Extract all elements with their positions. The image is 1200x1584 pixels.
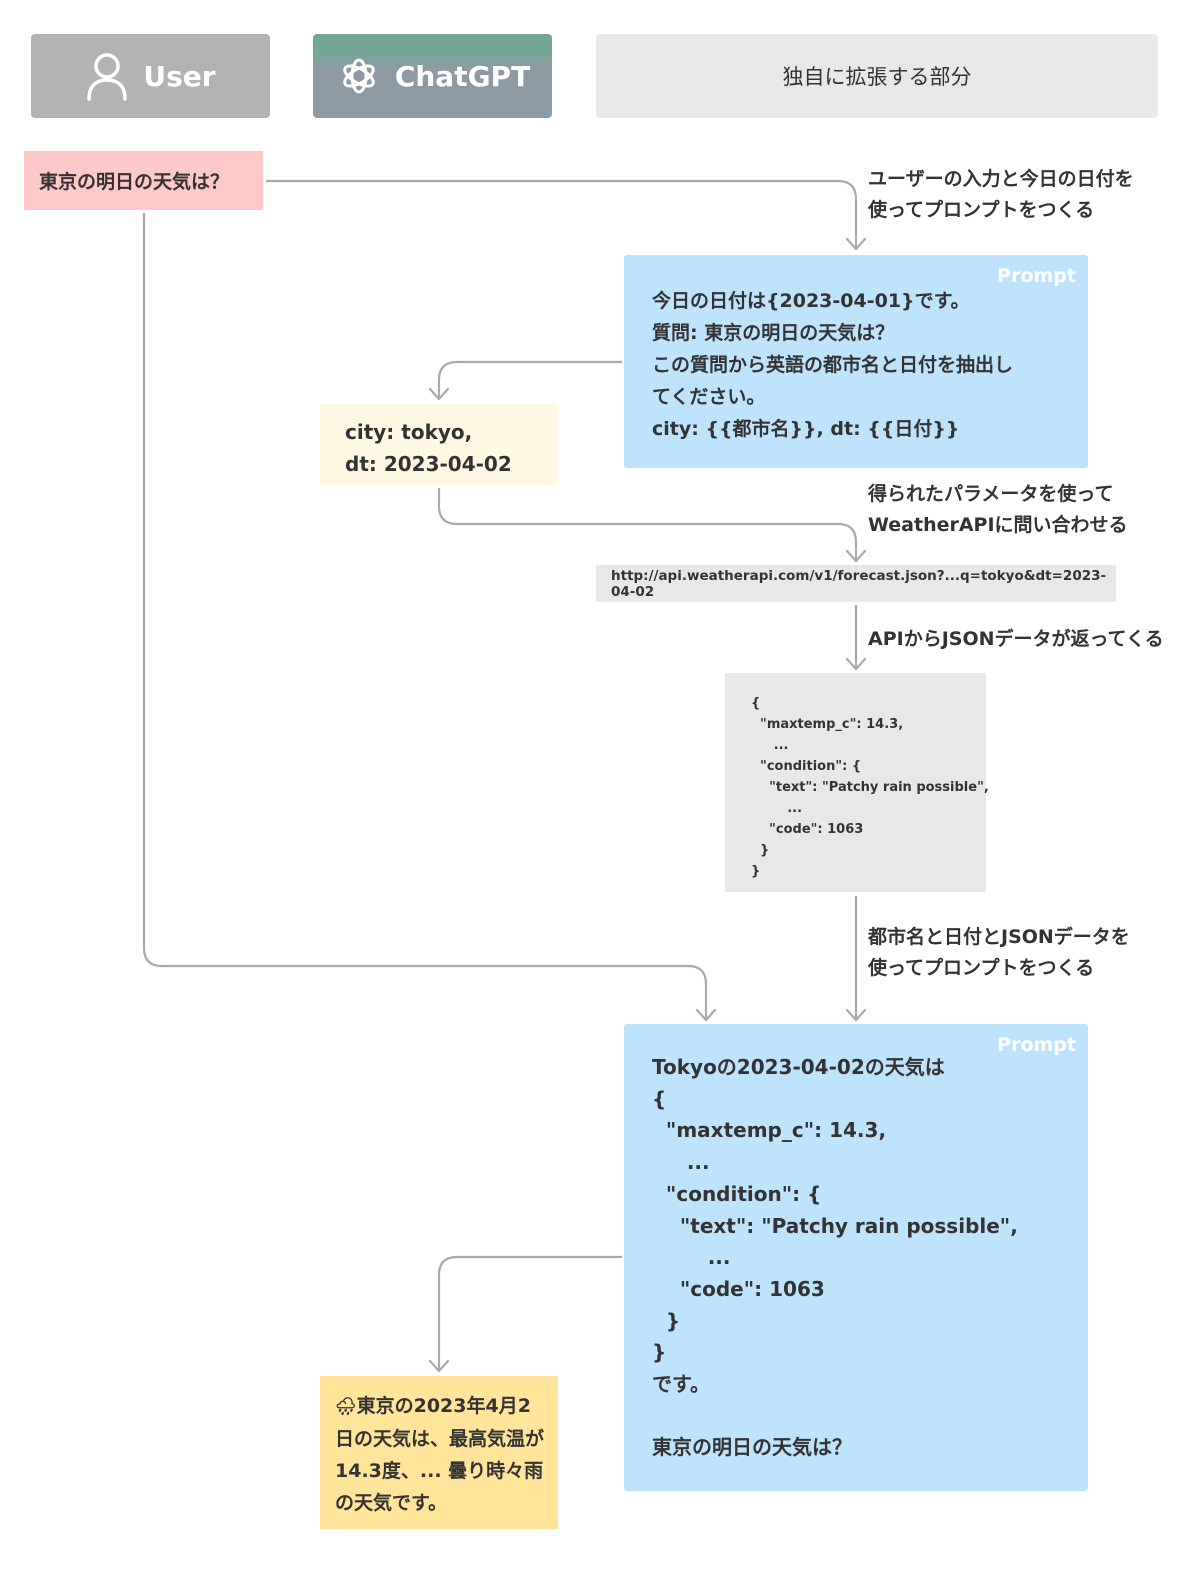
json-response: { "maxtemp_c": 14.3, ... "condition": { …: [725, 673, 989, 892]
prompt-1-text: 今日の日付は{2023-04-01}です。 質問: 東京の明日の天気は？ この質…: [652, 285, 1013, 445]
final-answer-text: 東京の2023年4月2日の天気は、最高気温が14.3度、... 曇り時々雨の天気…: [335, 1395, 545, 1514]
extracted-params: city: tokyo, dt: 2023-04-02: [320, 404, 558, 485]
prompt-line: 質問: 東京の明日の天気は？: [652, 322, 895, 344]
note-json-returned: APIからJSONデータが返ってくる: [868, 624, 1164, 655]
prompt-line: city: {{都市名}}, dt: {{日付}}: [652, 418, 960, 440]
user-question-text: 東京の明日の天気は？: [39, 171, 230, 193]
arrow-prompt2-to-answer: [437, 1255, 622, 1370]
arrow-params-to-url: [437, 488, 858, 560]
note-make-prompt-1: ユーザーの入力と今日の日付を 使ってプロンプトをつくる: [868, 164, 1134, 226]
arrowhead-params: [428, 387, 450, 401]
note-line: 使ってプロンプトをつくる: [868, 199, 1095, 221]
arrowhead-json: [845, 657, 867, 671]
legend-extension-label: 独自に拡張する部分: [782, 65, 972, 89]
prompt-2-text: Tokyoの2023-04-02の天気は { "maxtemp_c": 14.3…: [652, 1055, 1018, 1460]
legend-user: User: [31, 34, 270, 118]
param-line: dt: 2023-04-02: [345, 452, 512, 476]
legend-extension: 独自に拡張する部分: [596, 34, 1158, 118]
final-answer: 🌧東京の2023年4月2日の天気は、最高気温が14.3度、... 曇り時々雨の天…: [320, 1376, 558, 1529]
note-query-api: 得られたパラメータを使って WeatherAPIに問い合わせる: [868, 479, 1128, 541]
note-line: 使ってプロンプトをつくる: [868, 957, 1095, 979]
arrowhead-answer: [428, 1359, 450, 1373]
rain-cloud-icon: 🌧: [335, 1397, 357, 1417]
legend-chatgpt-label: ChatGPT: [394, 59, 531, 93]
prompt-line: この質問から英語の都市名と日付を抽出し: [652, 354, 1014, 376]
arrowhead-prompt1: [845, 237, 867, 251]
arrowhead-prompt2-right: [845, 1008, 867, 1022]
openai-logo-icon: [343, 58, 375, 94]
arrow-question-to-prompt1: [266, 179, 858, 248]
arrowhead-url: [845, 549, 867, 563]
api-url-text: http://api.weatherapi.com/v1/forecast.js…: [611, 567, 1107, 600]
prompt-line: てください。: [652, 386, 766, 408]
prompt-1: Prompt 今日の日付は{2023-04-01}です。 質問: 東京の明日の天…: [624, 255, 1088, 468]
api-url: http://api.weatherapi.com/v1/forecast.js…: [596, 565, 1116, 602]
note-line: 得られたパラメータを使って: [868, 483, 1114, 505]
user-icon: [87, 53, 128, 101]
prompt-tag: Prompt: [997, 265, 1076, 287]
user-question: 東京の明日の天気は？: [24, 151, 263, 210]
note-line: WeatherAPIに問い合わせる: [868, 514, 1128, 536]
note-make-prompt-2: 都市名と日付とJSONデータを 使ってプロンプトをつくる: [868, 922, 1130, 984]
arrow-question-to-prompt2: [142, 213, 708, 1019]
arrow-prompt1-to-params: [437, 360, 622, 398]
prompt-tag: Prompt: [997, 1034, 1076, 1056]
note-line: APIからJSONデータが返ってくる: [868, 628, 1164, 650]
prompt-2: Prompt Tokyoの2023-04-02の天気は { "maxtemp_c…: [624, 1024, 1088, 1491]
note-line: ユーザーの入力と今日の日付を: [868, 168, 1134, 190]
legend-user-label: User: [143, 59, 216, 93]
arrowhead-prompt2-left: [695, 1008, 717, 1022]
note-line: 都市名と日付とJSONデータを: [868, 926, 1130, 948]
legend-chatgpt: ChatGPT: [313, 34, 552, 118]
param-line: city: tokyo,: [345, 420, 473, 444]
prompt-line: 今日の日付は{2023-04-01}です。: [652, 290, 970, 312]
